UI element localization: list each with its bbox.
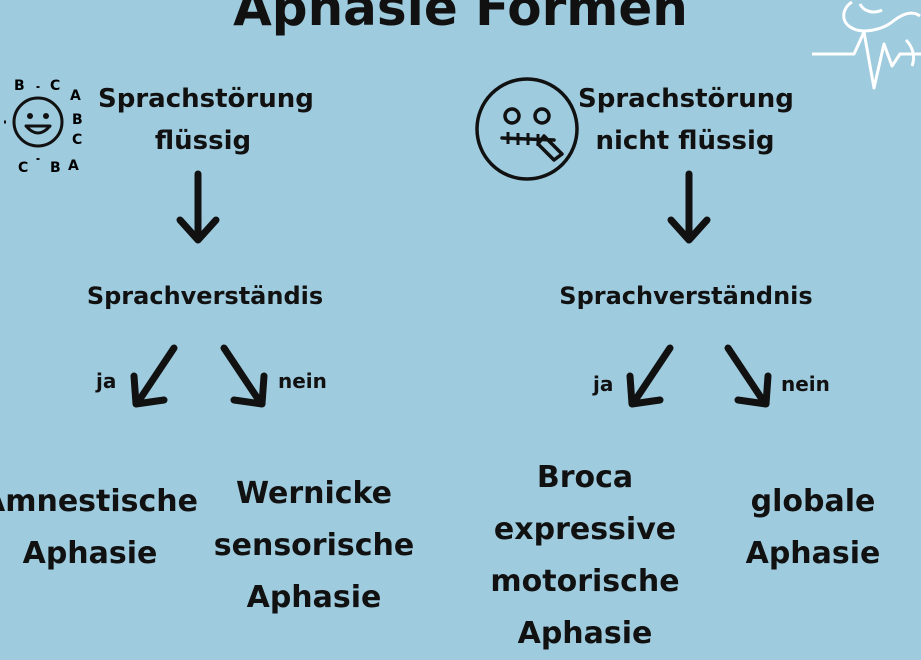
- left-result-no-line1: Wernicke: [235, 476, 393, 511]
- right-header-line2: nicht flüssig: [595, 126, 775, 156]
- arrow-down-left-icon: [130, 344, 178, 408]
- page-title: Aphasie Formen: [233, 0, 688, 37]
- right-yes-label: ja: [593, 372, 614, 396]
- icon-letter: B: [50, 160, 61, 176]
- right-no-label: nein: [781, 372, 830, 396]
- arrow-down-right-icon: [724, 344, 772, 408]
- left-result-yes-line2: Aphasie: [22, 536, 158, 571]
- icon-letter: B: [14, 78, 25, 94]
- smiley-letters-icon: B C A B C C B A: [4, 78, 83, 176]
- right-result-yes-line1: Broca: [536, 460, 634, 495]
- left-result-no-line3: Aphasie: [246, 580, 382, 615]
- right-result-yes-line4: Aphasie: [517, 616, 653, 651]
- left-header-line2: flüssig: [154, 126, 252, 156]
- icon-letter: C: [50, 78, 60, 94]
- left-result-yes: Amnestische Aphasie: [0, 476, 240, 580]
- right-result-yes-line3: motorische: [490, 564, 680, 599]
- right-result-no: globale Aphasie: [718, 476, 908, 580]
- right-comprehension-label: Sprachverständnis: [559, 282, 813, 310]
- left-result-yes-line1: Amnestische: [0, 484, 198, 519]
- left-header: Sprachstörung flüssig: [98, 78, 314, 162]
- right-header-line1: Sprachstörung: [578, 84, 794, 114]
- left-comprehension-label: Sprachverständis: [86, 282, 324, 310]
- icon-letter: A: [70, 88, 81, 104]
- arrow-down-icon: [176, 170, 220, 244]
- right-header: Sprachstörung nicht flüssig: [578, 78, 794, 162]
- icon-letter: A: [68, 158, 79, 174]
- left-header-line1: Sprachstörung: [98, 84, 314, 114]
- icon-letter: C: [72, 132, 82, 148]
- brain-heartbeat-icon: [812, 0, 921, 90]
- icon-letter: C: [18, 160, 28, 176]
- left-yes-label: ja: [96, 369, 117, 393]
- icon-letter: B: [72, 112, 83, 128]
- right-result-yes: Broca expressive motorische Aphasie: [460, 452, 710, 660]
- arrow-down-left-icon: [626, 344, 674, 408]
- right-result-no-line1: globale: [750, 484, 876, 519]
- zipped-mouth-face-icon: [475, 77, 579, 181]
- left-result-no-line2: sensorische: [213, 528, 415, 563]
- arrow-down-icon: [667, 170, 711, 244]
- left-result-no: Wernicke sensorische Aphasie: [180, 468, 448, 624]
- right-result-no-line2: Aphasie: [745, 536, 881, 571]
- right-result-yes-line2: expressive: [493, 512, 677, 547]
- arrow-down-right-icon: [220, 344, 268, 408]
- left-no-label: nein: [278, 369, 327, 393]
